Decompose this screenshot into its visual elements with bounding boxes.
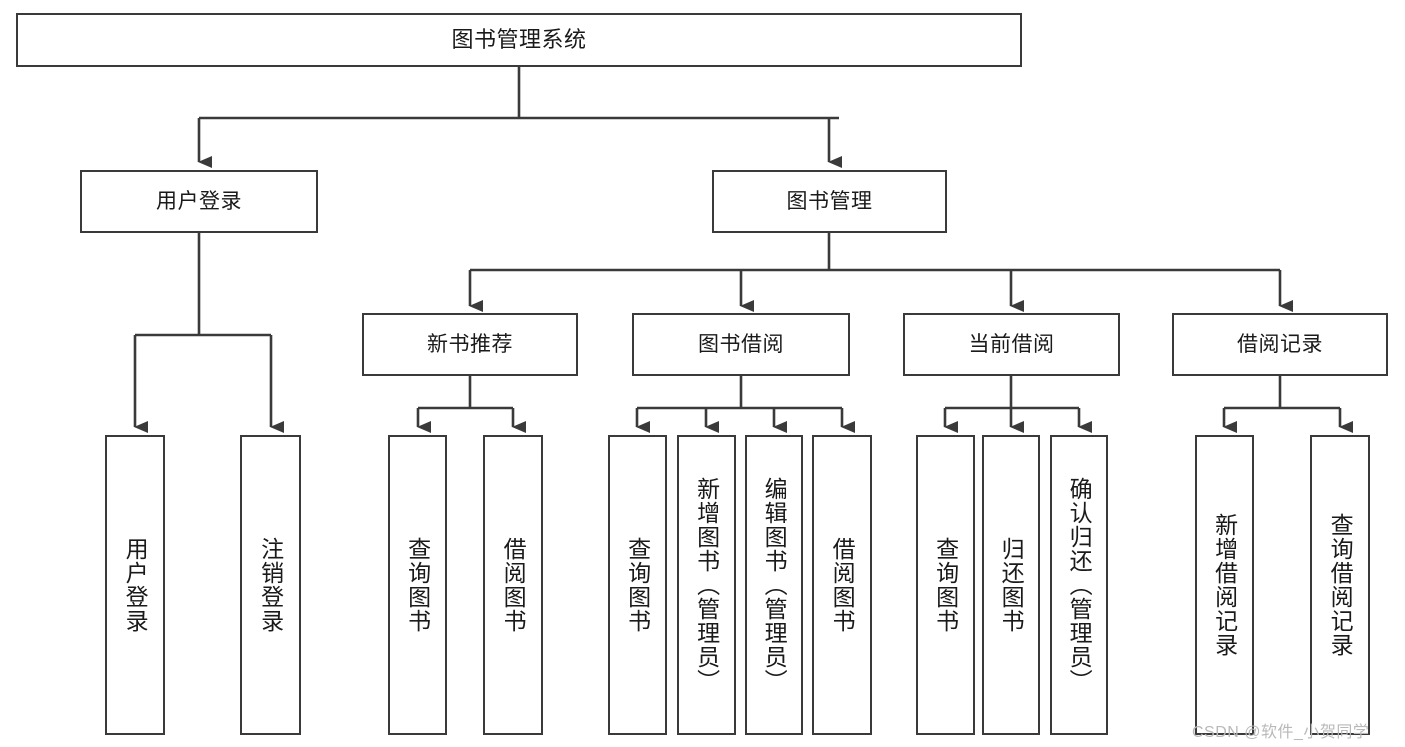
node-borrow-record[interactable]: 借阅记录 [1172,313,1388,376]
leaf-label: 借阅图书 [829,537,856,633]
leaf-borrow-book-bb[interactable]: 借阅图书 [812,435,872,735]
leaf-add-book-admin[interactable]: 新增图书（管理员） [677,435,736,735]
leaf-label: 查询图书 [624,537,651,633]
watermark: CSDN @软件_小贺同学 [1192,724,1370,741]
node-current-borrow-label: 当前借阅 [968,332,1055,356]
leaf-label: 编辑图书（管理员） [761,477,788,693]
node-new-book-recommend[interactable]: 新书推荐 [362,313,578,376]
leaf-label: 查询图书 [404,537,431,633]
leaf-label: 归还图书 [998,537,1025,633]
leaf-user-login[interactable]: 用户登录 [105,435,165,735]
leaf-label: 查询借阅记录 [1327,513,1354,657]
leaf-label: 注销登录 [257,537,284,633]
node-book-borrow-label: 图书借阅 [698,332,784,356]
node-user-login[interactable]: 用户登录 [80,170,318,233]
leaf-label: 新增图书（管理员） [693,477,720,693]
leaf-label: 确认归还（管理员） [1066,477,1093,693]
node-root[interactable]: 图书管理系统 [16,13,1022,67]
leaf-return-book[interactable]: 归还图书 [982,435,1040,735]
node-book-borrow[interactable]: 图书借阅 [632,313,850,376]
leaf-query-book-cb[interactable]: 查询图书 [916,435,975,735]
leaf-query-borrow-record[interactable]: 查询借阅记录 [1310,435,1370,735]
node-book-management[interactable]: 图书管理 [712,170,947,233]
node-user-login-label: 用户登录 [156,189,242,213]
leaf-label: 用户登录 [122,537,149,633]
leaf-edit-book-admin[interactable]: 编辑图书（管理员） [745,435,803,735]
node-current-borrow[interactable]: 当前借阅 [903,313,1120,376]
leaf-add-borrow-record[interactable]: 新增借阅记录 [1195,435,1254,735]
leaf-label: 查询图书 [932,537,959,633]
leaf-query-book-rec[interactable]: 查询图书 [388,435,447,735]
leaf-label: 新增借阅记录 [1211,513,1238,657]
leaf-logout[interactable]: 注销登录 [240,435,301,735]
leaf-query-book-bb[interactable]: 查询图书 [608,435,667,735]
node-book-management-label: 图书管理 [786,189,873,213]
leaf-label: 借阅图书 [500,537,527,633]
node-borrow-record-label: 借阅记录 [1237,332,1323,356]
leaf-borrow-book-rec[interactable]: 借阅图书 [483,435,543,735]
node-root-label: 图书管理系统 [451,26,587,52]
leaf-confirm-return-admin[interactable]: 确认归还（管理员） [1050,435,1108,735]
node-new-book-recommend-label: 新书推荐 [427,332,513,356]
